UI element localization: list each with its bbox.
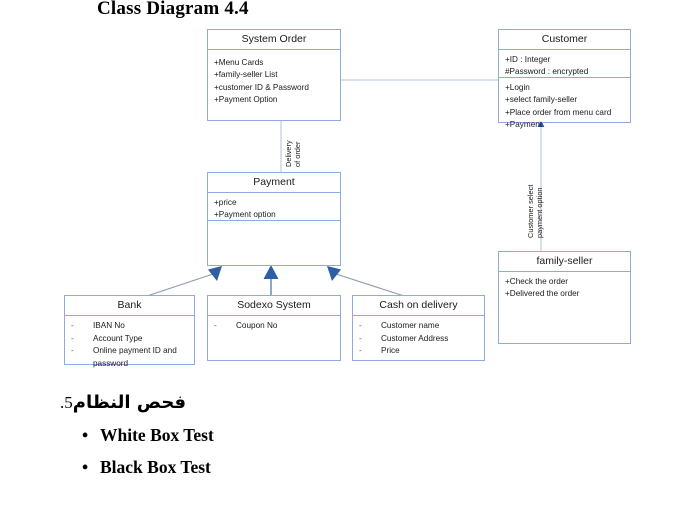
class-name-cash-on-delivery: Cash on delivery (353, 296, 484, 317)
connector-bank-payment (146, 273, 214, 297)
class-name-system-order: System Order (208, 30, 340, 51)
class-name-payment: Payment (208, 173, 340, 194)
class-attributes-payment: +price +Payment option (208, 193, 340, 222)
operation-item: +Delivered the order (505, 289, 580, 299)
class-attributes-sodexo-system: - Coupon No (208, 316, 340, 337)
class-box-payment[interactable]: Payment +price +Payment option (207, 172, 341, 266)
class-name-family-seller: family-seller (499, 252, 630, 273)
bullet-glyph: • (82, 425, 89, 445)
outline-heading: فحص النظام5. (60, 392, 186, 413)
bullet-glyph: • (82, 457, 89, 477)
attribute-item: - Customer Address (359, 333, 478, 346)
operation-item: +Check the order (505, 277, 569, 287)
class-box-cash-on-delivery[interactable]: Cash on delivery - Customer name - Custo… (352, 295, 485, 361)
list-marker: - (359, 346, 362, 356)
class-operations-customer: +Login +select family-seller +Place orde… (499, 78, 630, 135)
list-marker: - (71, 346, 74, 356)
bullet-label: Black Box Test (100, 457, 211, 477)
attribute-item: - Price (359, 345, 478, 358)
edge-label-customer-select-payment-option: Customer select payment option (526, 185, 545, 238)
page-title: Class Diagram 4.4 (97, 0, 249, 19)
class-attributes-system-order: +Menu Cards +family-seller List +custome… (208, 50, 340, 123)
class-attributes-cash-on-delivery: - Customer name - Customer Address - Pri… (353, 316, 484, 362)
edge-label-line: of order (293, 141, 303, 167)
bullet-label: White Box Test (100, 425, 214, 445)
class-box-customer[interactable]: Customer +ID : Integer #Password : encry… (498, 29, 631, 129)
list-marker: - (71, 321, 74, 331)
attribute-item: - Online payment ID and password (71, 345, 188, 370)
list-marker: - (214, 321, 217, 331)
arrowhead-sodexo-payment (263, 265, 279, 279)
edge-label-line: Customer select (526, 184, 535, 238)
connector-cash-payment (335, 273, 405, 297)
outline-heading-arabic: فحص النظام (72, 392, 187, 413)
class-attributes-customer: +ID : Integer #Password : encrypted (499, 50, 630, 79)
attribute-item: +customer ID & Password (214, 82, 309, 92)
attribute-item: +Payment Option (214, 94, 278, 104)
edge-label-line: Delivery (284, 140, 293, 167)
list-marker: - (359, 333, 362, 343)
attribute-item: - Account Type (71, 333, 188, 346)
attribute-item: #Password : encrypted (505, 67, 589, 77)
attribute-item: +ID : Integer (505, 55, 551, 65)
attribute-item: - Coupon No (214, 320, 334, 333)
edge-label-delivery-of-order: Delivery of order (284, 140, 303, 167)
class-operations-payment (208, 221, 340, 229)
class-operations-family-seller: +Check the order +Delivered the order (499, 272, 630, 305)
class-box-sodexo-system[interactable]: Sodexo System - Coupon No (207, 295, 341, 361)
class-box-system-order[interactable]: System Order +Menu Cards +family-seller … (207, 29, 341, 121)
outline-number: 5. (60, 393, 73, 412)
operation-item: +Place order from menu card (505, 107, 612, 117)
operation-item: +Payment (505, 119, 543, 129)
operation-item: +select family-seller (505, 95, 578, 105)
attribute-item: +family-seller List (214, 70, 278, 80)
outline-bullet-black-box-test: • Black Box Test (82, 457, 211, 478)
edge-label-line: payment option (535, 187, 545, 238)
attribute-item: +price (214, 198, 237, 208)
class-name-bank: Bank (65, 296, 194, 317)
arrowhead-family-seller-customer (537, 120, 545, 127)
class-name-customer: Customer (499, 30, 630, 51)
arrowhead-cash-payment (327, 266, 341, 281)
class-box-bank[interactable]: Bank - IBAN No - Account Type - Online p… (64, 295, 195, 368)
arrowhead-bank-payment (208, 266, 222, 281)
attribute-item: +Payment option (214, 210, 276, 220)
operation-item: +Login (505, 83, 530, 93)
list-marker: - (71, 333, 74, 343)
outline-bullet-white-box-test: • White Box Test (82, 425, 214, 446)
class-attributes-bank: - IBAN No - Account Type - Online paymen… (65, 316, 194, 375)
class-box-family-seller[interactable]: family-seller +Check the order +Delivere… (498, 251, 631, 344)
attribute-item: - IBAN No (71, 320, 188, 333)
class-name-sodexo-system: Sodexo System (208, 296, 340, 317)
list-marker: - (359, 321, 362, 331)
attribute-item: - Customer name (359, 320, 478, 333)
attribute-item: +Menu Cards (214, 58, 264, 68)
